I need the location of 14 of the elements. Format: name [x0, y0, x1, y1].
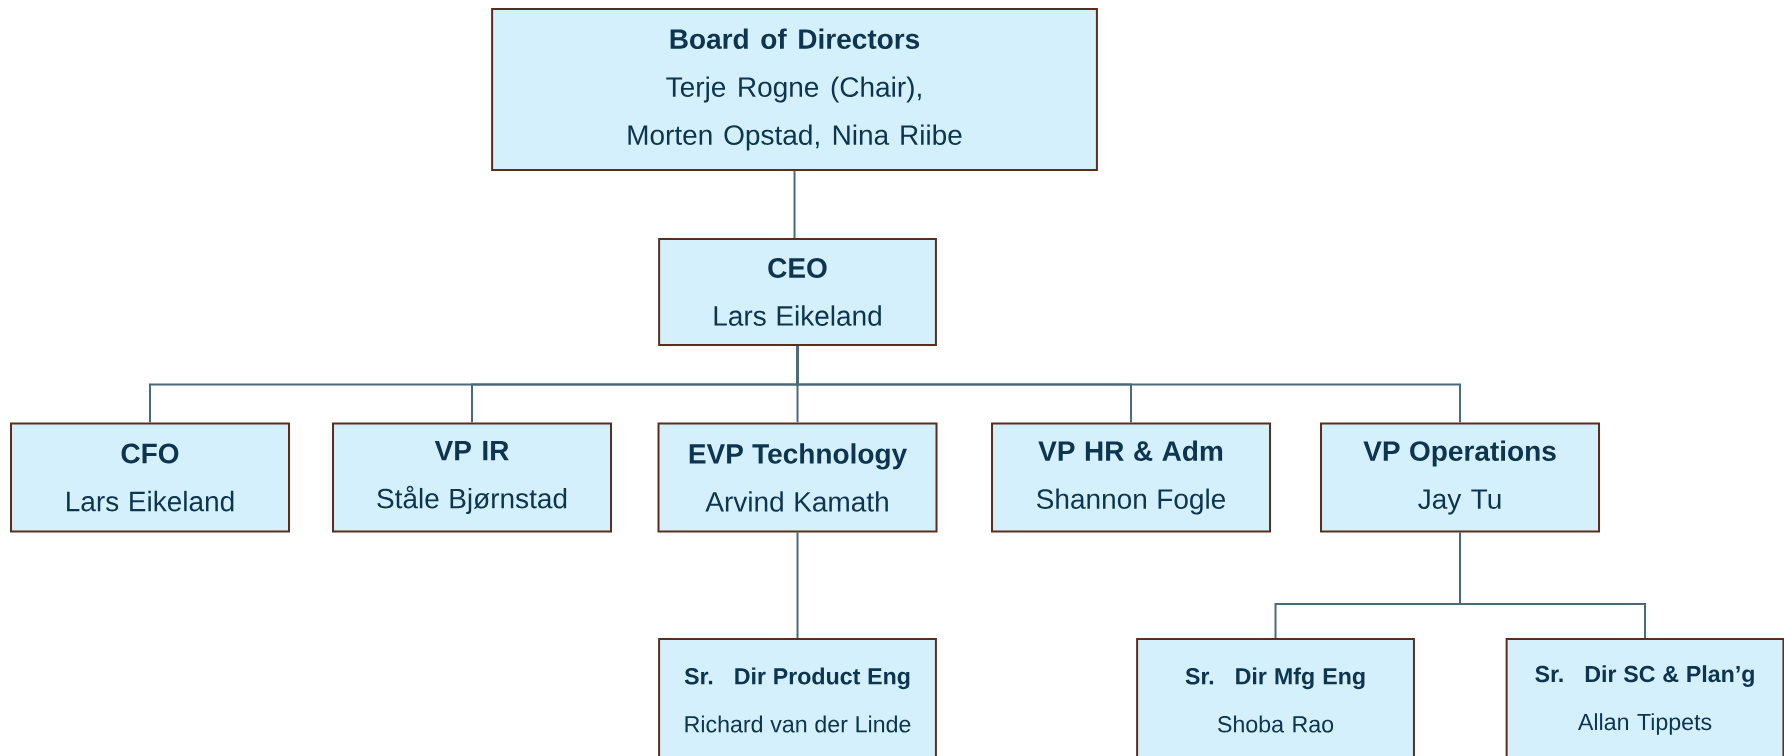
org-box: CEO Lars Eikeland [658, 238, 937, 346]
connector-line [796, 531, 799, 639]
org-box: EVP Technology Arvind Kamath [657, 422, 938, 533]
connector-line [793, 169, 796, 239]
org-box: Sr. Dir Product Eng Richard van der Linde [658, 638, 937, 756]
connector-line [796, 345, 1461, 424]
org-box: VP IR Ståle Bjørnstad [332, 422, 612, 533]
connector-line [1459, 531, 1647, 639]
org-box: Board of Directors Terje Rogne (Chair), Morten Opstad, Nina Riibe [491, 8, 1098, 171]
org-box: Sr. Dir Mfg Eng Shoba Rao [1136, 638, 1415, 756]
org-box: CFO Lars Eikeland [10, 422, 290, 533]
org-box: VP Operations Jay Tu [1320, 422, 1601, 533]
org-box: VP HR & Adm Shannon Fogle [991, 422, 1271, 533]
org-box: Sr. Dir SC & Plan’g Allan Tippets [1505, 638, 1784, 756]
